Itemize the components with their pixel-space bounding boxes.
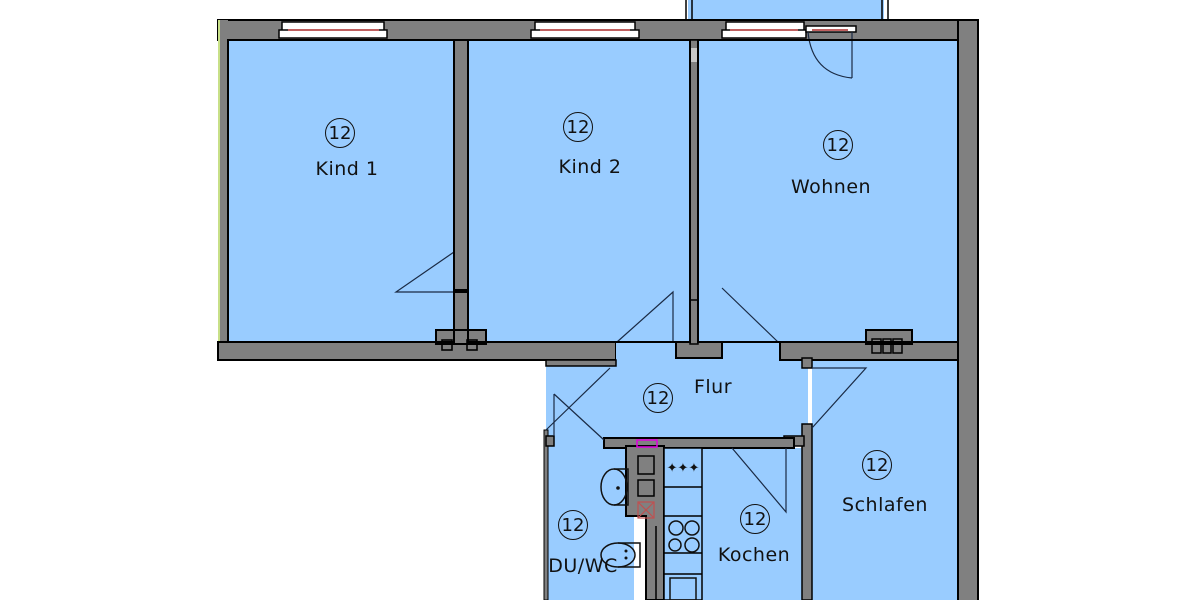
window-kind1 xyxy=(278,21,388,39)
room-kind2 xyxy=(468,40,690,342)
room-marker: 12 xyxy=(862,450,892,480)
room-kind1 xyxy=(228,40,454,342)
room-marker: 12 xyxy=(643,383,673,413)
door-swings xyxy=(394,251,868,514)
room-label: Flur xyxy=(693,376,733,398)
windows xyxy=(278,21,857,79)
bathroom-fixtures xyxy=(600,468,641,568)
room-marker: 12 xyxy=(558,510,588,540)
room-marker: 12 xyxy=(740,504,770,534)
balcony-door xyxy=(805,25,857,79)
room-outlines xyxy=(227,39,959,600)
room-label: Schlafen xyxy=(842,494,928,516)
stove-burner xyxy=(668,520,684,536)
room-flur xyxy=(546,342,958,440)
stove-burner xyxy=(684,520,700,536)
room-schlafen xyxy=(812,360,958,600)
room-marker: 12 xyxy=(823,130,853,160)
room-label: Kochen xyxy=(717,544,791,566)
stove-burner xyxy=(668,538,682,552)
room-marker: 12 xyxy=(563,112,593,142)
stove-burner xyxy=(684,537,700,553)
room-label: Kind 2 xyxy=(558,156,622,178)
room-label: Kind 1 xyxy=(315,158,379,180)
room-marker: 12 xyxy=(325,118,355,148)
kitchen-counter: ✦✦✦ xyxy=(663,447,703,600)
balcony xyxy=(685,0,889,22)
oven xyxy=(669,577,697,600)
window-wohnen xyxy=(721,21,807,39)
svg-text:✦✦✦: ✦✦✦ xyxy=(667,461,700,476)
room-label: Wohnen xyxy=(790,176,872,198)
room-wohnen xyxy=(698,40,958,342)
room-label: DU/WC xyxy=(548,555,618,577)
window-kind2 xyxy=(530,21,640,39)
room-fills xyxy=(228,40,958,600)
